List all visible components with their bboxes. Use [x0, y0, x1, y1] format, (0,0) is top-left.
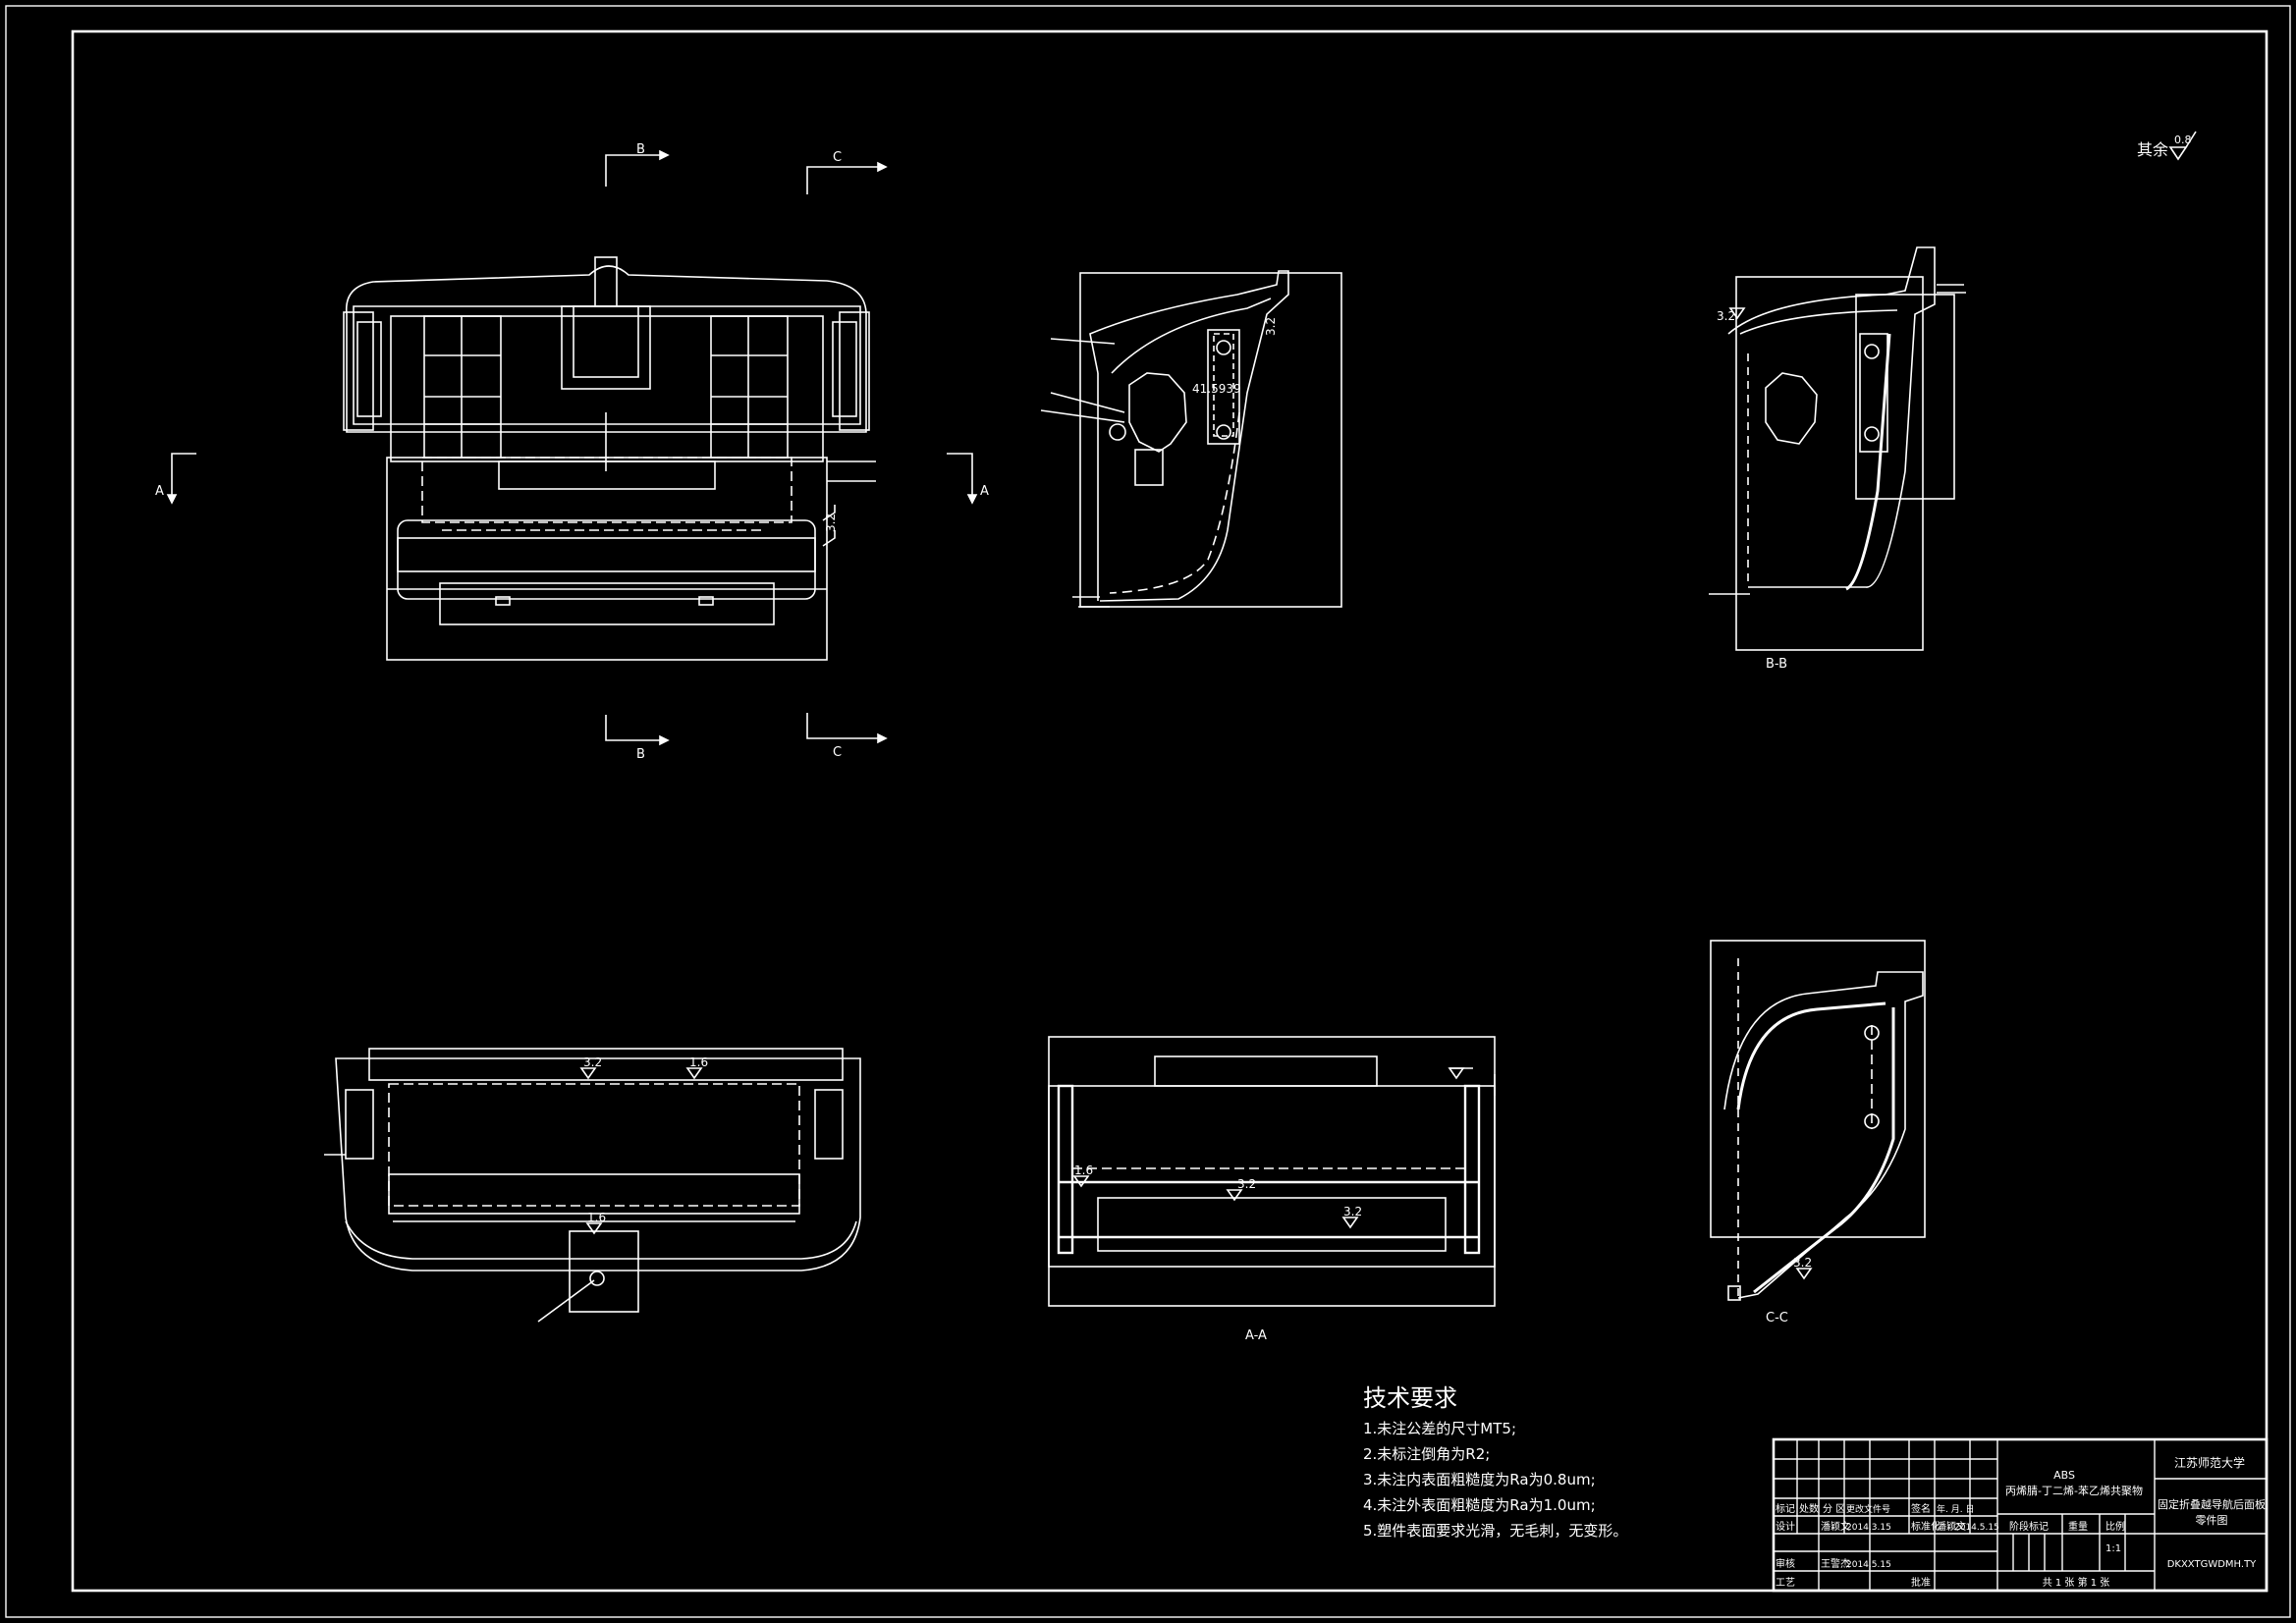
section-b-bottom: B: [636, 747, 645, 762]
cc-section-view: [1710, 940, 1926, 1301]
section-marks: [166, 149, 978, 746]
tb-design: 设计: [1776, 1520, 1795, 1533]
side-view-dimension: 41.5939: [1192, 382, 1241, 396]
roughness-label-aa-bottom: 3.2: [1343, 1205, 1362, 1218]
front-view: [343, 256, 876, 661]
roughness-label-bottom-top-a: 3.2: [583, 1055, 602, 1069]
tech-requirement-item: 5.塑件表面要求光滑，无毛刺，无变形。: [1363, 1522, 1627, 1540]
roughness-label-aa-mid: 3.2: [1237, 1177, 1256, 1191]
roughness-label-bottom-top-b: 1.6: [689, 1055, 708, 1069]
bb-section-view: [1709, 246, 1966, 651]
roughness-symbols: [579, 131, 2197, 1280]
tb-part-name-2: 零件图: [2196, 1514, 2228, 1527]
tb-standardize: 标准化: [1911, 1520, 1941, 1533]
tb-scale: 比例: [2105, 1520, 2125, 1533]
roughness-label-bottom-mid: 1.6: [587, 1211, 606, 1224]
tb-material-code: ABS: [2053, 1469, 2075, 1482]
tb-header-change: 更改文件号: [1846, 1503, 1890, 1515]
tb-designer: 潘颖文: [1821, 1520, 1850, 1533]
tb-stage-mark: 阶段标记: [2009, 1520, 2049, 1533]
tb-process: 工艺: [1776, 1577, 1795, 1589]
tech-requirements-title: 技术要求: [1363, 1384, 1457, 1412]
tb-header-count: 处数: [1799, 1502, 1819, 1515]
roughness-label-bb: 3.2: [1717, 309, 1735, 323]
tb-reviewer: 王警杰: [1821, 1557, 1850, 1570]
tb-header-mark: 标记: [1776, 1503, 1795, 1515]
outer-border: [5, 5, 2291, 1618]
section-c-bottom: C: [833, 745, 842, 760]
side-view: [1040, 270, 1342, 608]
tech-requirement-item: 4.未注外表面粗糙度为Ra为1.0um;: [1363, 1496, 1596, 1514]
tb-material-name: 丙烯腈-丁二烯-苯乙烯共聚物: [2005, 1484, 2143, 1497]
tb-part-name-1: 固定折叠越导航后面板: [2158, 1497, 2266, 1511]
cc-label: C-C: [1766, 1311, 1788, 1325]
tb-review: 审核: [1776, 1557, 1795, 1570]
tech-requirement-item: 1.未注公差的尺寸MT5;: [1363, 1420, 1516, 1437]
section-a-left: A: [155, 484, 164, 499]
tb-drawing-no: DKXXTGWDMH.TY: [2167, 1559, 2257, 1570]
tb-standardizer: 潘颖文: [1937, 1520, 1966, 1533]
aa-section-view: [1048, 1036, 1496, 1307]
tb-header-date: 年. 月. 日: [1937, 1503, 1974, 1515]
tb-scale-value: 1:1: [2105, 1543, 2121, 1554]
tb-std-date: 2014.5.15: [1954, 1523, 1999, 1533]
roughness-default-prefix: 其余: [2137, 140, 2168, 159]
bottom-view: [324, 1048, 861, 1323]
roughness-label-side: 3.2: [1264, 317, 1278, 336]
tb-header-sign: 签名: [1911, 1502, 1931, 1515]
section-b-top: B: [636, 142, 645, 157]
tb-approve: 批准: [1911, 1576, 1931, 1589]
section-a-right: A: [980, 484, 989, 499]
tb-university: 江苏师范大学: [2174, 1455, 2245, 1470]
section-c-top: C: [833, 150, 842, 165]
roughness-label-aa-left: 1.6: [1074, 1163, 1093, 1177]
tb-weight: 重量: [2068, 1520, 2088, 1533]
title-block-lines: [1772, 1437, 2269, 1593]
tb-review-date: 2014.5.15: [1846, 1560, 1891, 1570]
roughness-label-cc: 3.2: [1793, 1256, 1812, 1270]
tb-header-zone: 分 区: [1823, 1503, 1845, 1515]
bb-label: B-B: [1766, 657, 1787, 672]
tech-requirement-item: 3.未注内表面粗糙度为Ra为0.8um;: [1363, 1471, 1596, 1488]
inner-border: [71, 29, 2269, 1593]
roughness-default-value: 0.8: [2174, 134, 2192, 146]
roughness-label-front: 3.2: [824, 514, 838, 532]
aa-label: A-A: [1245, 1328, 1267, 1343]
tb-sheets: 共 1 张 第 1 张: [2043, 1576, 2110, 1589]
tb-design-date: 2014.3.15: [1846, 1523, 1891, 1533]
tech-requirement-item: 2.未标注倒角为R2;: [1363, 1445, 1490, 1463]
